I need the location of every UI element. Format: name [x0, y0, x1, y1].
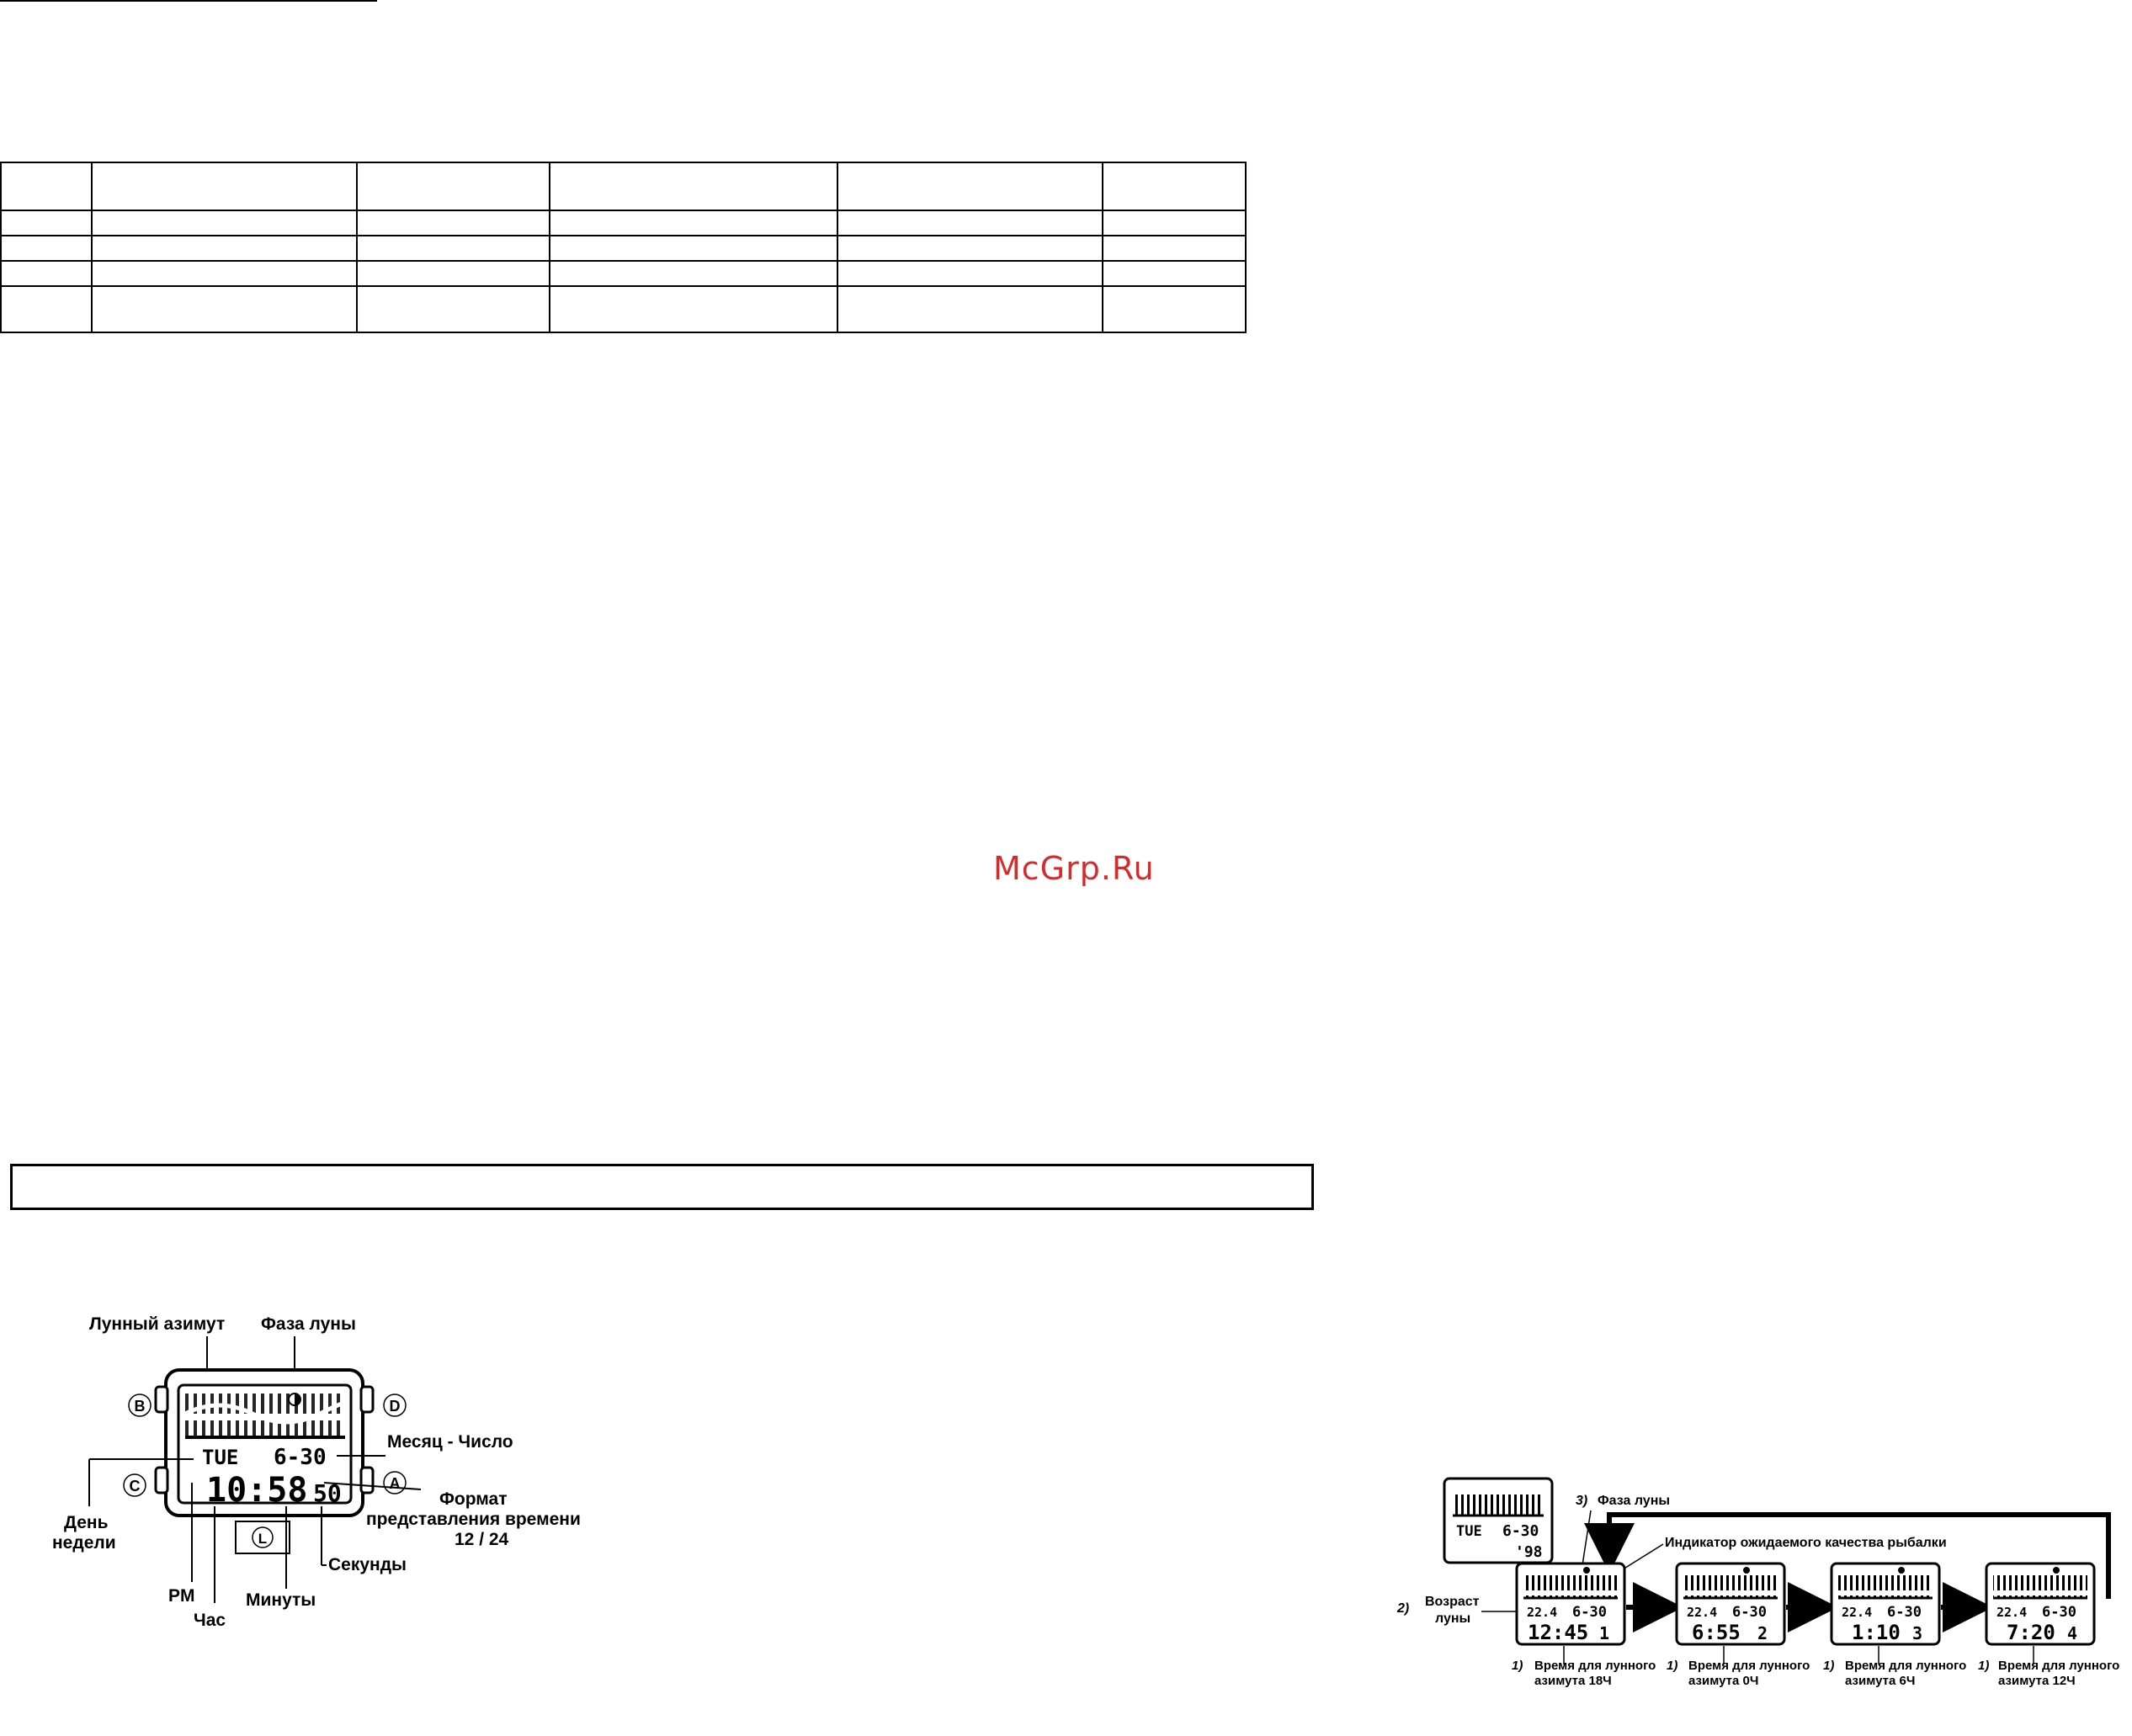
svg-text:2): 2) — [1396, 1601, 1409, 1616]
loop-arrow — [1584, 1512, 2111, 1599]
age-label-1: Возраст — [1425, 1595, 1480, 1609]
blank-table — [0, 161, 1247, 334]
initial-date: 6-30 — [1502, 1522, 1539, 1540]
pm-label: PM — [168, 1586, 195, 1606]
table-row — [0, 235, 1247, 263]
button-l — [252, 1526, 274, 1548]
svg-text:C: C — [130, 1478, 141, 1494]
screen-note-1: Время для лунного — [1998, 1659, 2119, 1673]
svg-text:3): 3) — [1576, 1494, 1587, 1508]
moon-screen-3: 22.4 6-30 1:10 3 1) Время для лунного аз… — [1823, 1562, 1966, 1688]
minutes-label: Минуты — [246, 1590, 316, 1610]
screen-date: 6-30 — [1572, 1604, 1607, 1621]
month-day-label: Месяц - Число — [387, 1432, 513, 1452]
screen-note-2: азимута 12Ч — [1998, 1674, 2076, 1688]
moon-age: 22.4 — [1842, 1605, 1872, 1620]
svg-text:1): 1) — [1823, 1659, 1834, 1673]
screen-date: 6-30 — [1732, 1604, 1767, 1621]
lcd-time: 10:58 — [206, 1471, 307, 1510]
screen-time: 1:10 — [1852, 1621, 1901, 1644]
screen-note-2: азимута 6Ч — [1845, 1674, 1915, 1688]
screen-time: 6:55 — [1692, 1621, 1741, 1644]
notice-box — [10, 1164, 1314, 1210]
svg-text:L: L — [258, 1531, 267, 1547]
table-row — [0, 161, 1247, 212]
moon-screen-4: 22.4 6-30 7:20 4 1) Время для лунного аз… — [1978, 1562, 2119, 1688]
fishing-indicator-label: Индикатор ожидаемого качества рыбалки — [1665, 1536, 1947, 1550]
table-row — [0, 260, 1247, 287]
button-b — [128, 1394, 152, 1417]
moon-screen-1: 22.4 6-30 12:45 1 1) Время для лунного а… — [1512, 1562, 1656, 1688]
moon-phase-label: Фаза луны — [261, 1314, 356, 1334]
screen-date: 6-30 — [2042, 1604, 2076, 1621]
svg-text:A: A — [390, 1475, 401, 1492]
screen-note-1: Время для лунного — [1688, 1659, 1810, 1673]
screen-date: 6-30 — [1887, 1604, 1922, 1621]
moon-screen-2: 22.4 6-30 6:55 2 1) Время для лунного аз… — [1667, 1562, 1810, 1688]
screen-note-1: Время для лунного — [1845, 1659, 1966, 1673]
screen-step: 1 — [1599, 1623, 1609, 1643]
screen-note-2: азимута 0Ч — [1688, 1674, 1758, 1688]
top-rule — [0, 0, 377, 2]
format-label-2: представления времени — [366, 1510, 581, 1529]
moon-age: 22.4 — [1527, 1605, 1557, 1620]
watch-diagram: Лунный азимут Фаза луны TUE 6-30 10:58 5… — [52, 1314, 581, 1630]
format-label-3: 12 / 24 — [455, 1530, 509, 1549]
watermark: McGrp.Ru — [993, 850, 1155, 887]
hour-label: Час — [194, 1611, 226, 1630]
button-d — [383, 1394, 407, 1417]
screen-note-1: Время для лунного — [1534, 1659, 1656, 1673]
weekday-label-1: День — [64, 1513, 109, 1532]
svg-text:1): 1) — [1978, 1659, 1989, 1673]
phase-label: Фаза луны — [1598, 1494, 1670, 1508]
screen-time: 7:20 — [2007, 1621, 2055, 1644]
moon-age: 22.4 — [1687, 1605, 1717, 1620]
format-label-1: Формат — [439, 1489, 508, 1509]
lcd-date: 6-30 — [274, 1445, 327, 1470]
weekday-label-2: недели — [52, 1533, 116, 1553]
svg-text:1): 1) — [1512, 1659, 1523, 1673]
svg-text:1): 1) — [1667, 1659, 1677, 1673]
screen-step: 3 — [1912, 1623, 1922, 1643]
screen-time: 12:45 — [1528, 1621, 1588, 1644]
moon-age: 22.4 — [1996, 1605, 2027, 1620]
lcd-day: TUE — [202, 1446, 238, 1469]
table-row — [0, 210, 1247, 237]
screen-step: 2 — [1757, 1623, 1768, 1643]
initial-year: '98 — [1515, 1543, 1543, 1561]
moon-azimuth-label: Лунный азимут — [89, 1314, 225, 1334]
svg-text:B: B — [135, 1398, 146, 1415]
initial-day: TUE — [1456, 1523, 1482, 1540]
screen-step: 4 — [2067, 1623, 2077, 1643]
button-c — [123, 1473, 146, 1497]
screen-note-2: азимута 18Ч — [1534, 1674, 1612, 1688]
table-row — [0, 284, 1247, 334]
seconds-label: Секунды — [328, 1555, 407, 1574]
svg-text:D: D — [390, 1398, 401, 1415]
moon-sequence: TUE 6-30 '98 3) Фаза луны Индикатор ожид… — [1396, 1477, 2119, 1688]
age-label-2: луны — [1435, 1611, 1470, 1626]
